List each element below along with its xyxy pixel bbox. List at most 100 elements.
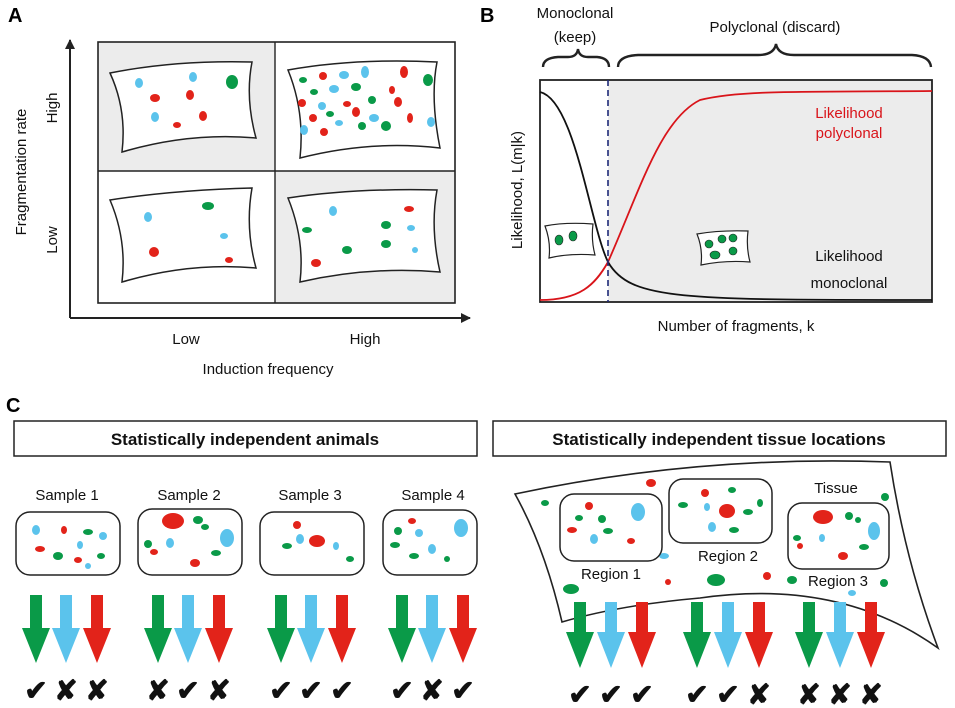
result-mark: ✔ [630,679,653,708]
y-tick-high: High [44,93,61,124]
poly-curve-label-2: polyclonal [816,125,883,142]
result-mark: ✔ [299,675,322,706]
result-mark: ✔ [568,679,591,708]
sample-2: Sample 2 ✘ ✔ ✘ [137,487,243,706]
panel-b-x-label: Number of fragments, k [658,318,815,335]
polyclonal-brace [616,43,933,68]
sample-3: Sample 3 ✔ ✔ ✔ [259,487,365,706]
result-mark: ✘ [54,675,77,706]
green-arrow [388,595,416,663]
x-tick-high: High [350,331,381,348]
green-arrow [267,595,295,663]
panel-b-letter: B [480,5,494,27]
red-arrow [328,595,356,663]
y-tick-low: Low [44,226,61,254]
right-title-box [492,420,947,457]
fragments-bottom-right [302,206,418,267]
panel-a-grid [97,41,456,304]
result-mark: ✘ [85,675,108,706]
mini-slice-mono [544,222,596,259]
panel-b-plot-frame [539,79,933,303]
red-arrow [857,602,885,668]
green-arrow [683,602,711,668]
blue-arrow [597,602,625,668]
panel-c: C Statistically independent animals Stat… [6,395,947,708]
region-box [559,493,663,562]
sample-label: Sample 3 [278,487,341,504]
region-1: Region 1 ✔ ✔ ✔ [559,493,663,708]
region-label: Region 2 [698,548,758,565]
blue-arrow [714,602,742,668]
polyclonal-region-shade [608,80,932,302]
tissue-fragments [541,479,889,596]
sample-box [382,509,478,576]
polyclonal-curve [539,90,933,301]
green-arrow [144,595,172,663]
result-mark: ✘ [420,675,443,706]
blue-arrow [52,595,80,663]
panel-c-letter: C [6,395,20,417]
red-arrow [83,595,111,663]
result-mark: ✔ [716,679,739,708]
result-mark: ✔ [176,675,199,706]
red-arrow [449,595,477,663]
panel-b-y-label: Likelihood, L(m|k) [509,131,526,249]
result-mark: ✘ [797,679,820,708]
tissue-slice-bottom-right [286,188,441,283]
blue-arrow [826,602,854,668]
region-3: Region 3 ✘ ✘ ✘ [787,502,890,708]
result-mark: ✔ [685,679,708,708]
red-arrow [745,602,773,668]
sample-box [15,511,121,576]
poly-curve-label-1: Likelihood [815,105,883,122]
sample-label: Sample 4 [401,487,464,504]
region-box [787,502,890,570]
left-title: Statistically independent animals [111,430,379,449]
monoclonal-curve [539,91,933,301]
x-tick-low: Low [172,331,200,348]
mono-curve-label-1: Likelihood [815,248,883,265]
monoclonal-brace [541,48,611,68]
keep-label: (keep) [554,29,597,46]
sample-label: Sample 1 [35,487,98,504]
green-arrow [795,602,823,668]
polyclonal-label: Polyclonal (discard) [710,19,841,36]
sample-4: Sample 4 ✔ ✘ ✔ [382,487,478,706]
panel-a-x-label: Induction frequency [203,361,334,378]
monoclonal-label: Monoclonal [537,5,614,22]
blue-arrow [174,595,202,663]
left-title-box [13,420,478,457]
right-title: Statistically independent tissue locatio… [552,430,885,449]
result-mark: ✔ [390,675,413,706]
result-mark: ✘ [146,675,169,706]
mono-curve-label-2: monoclonal [811,275,888,292]
panel-a-letter: A [8,5,22,27]
panel-b: B Monoclonal (keep) Polyclonal (discard)… [480,5,933,335]
result-mark: ✔ [24,675,47,706]
result-mark: ✘ [747,679,770,708]
blue-arrow [297,595,325,663]
fragments-top-right [298,66,435,136]
sample-label: Sample 2 [157,487,220,504]
result-mark: ✔ [330,675,353,706]
green-arrow [22,595,50,663]
region-label: Region 3 [808,573,868,590]
tissue-slice-top-left [108,61,258,154]
result-mark: ✔ [451,675,474,706]
tissue-slice-bottom-left [108,187,258,284]
sample-1: Sample 1 ✔ ✘ ✘ [15,487,121,706]
panel-a-y-label: Fragmentation rate [13,109,30,236]
result-mark: ✔ [599,679,622,708]
blue-arrow [418,595,446,663]
region-label: Region 1 [581,566,641,583]
result-mark: ✘ [207,675,230,706]
green-arrow [566,602,594,668]
red-arrow [205,595,233,663]
panel-a: A [8,5,471,378]
result-mark: ✘ [828,679,851,708]
fragments-top-left [135,72,238,128]
tissue-label: Tissue [814,480,858,497]
fragments-bottom-left [144,202,233,263]
red-arrow [628,602,656,668]
